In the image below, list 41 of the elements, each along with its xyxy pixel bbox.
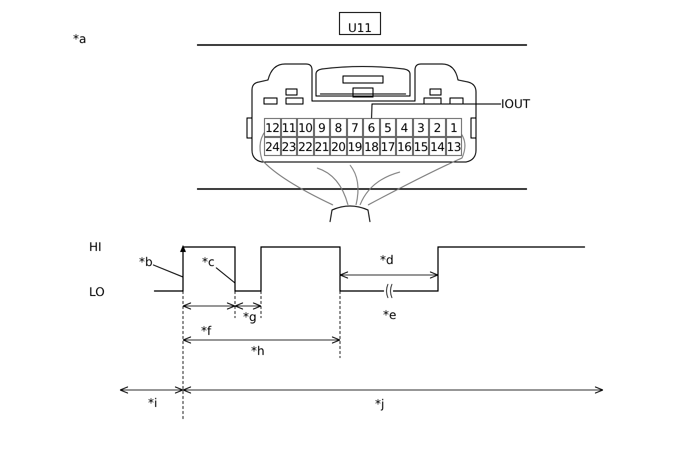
connector-label-box: U11 [339, 12, 381, 35]
pin-number: 18 [363, 137, 380, 156]
pin-number: 12 [264, 118, 280, 137]
callout-label: *j [375, 397, 384, 411]
pin-number: 13 [446, 137, 462, 156]
callout-label: *d [380, 253, 394, 267]
callout-label: *e [383, 308, 396, 322]
callout-label: IOUT [501, 97, 530, 111]
pin-number: 2 [429, 118, 446, 137]
pin-number: 21 [314, 137, 330, 156]
pin-number: 5 [380, 118, 396, 137]
leader-line [216, 267, 236, 284]
pin-number: 22 [297, 137, 314, 156]
pin-number: 9 [314, 118, 330, 137]
pin-number: 7 [346, 118, 363, 137]
level-label: LO [89, 285, 105, 299]
callout-label: *g [243, 310, 257, 324]
callout-label: *c [202, 255, 215, 269]
pin-number: 4 [396, 118, 412, 137]
callout-label: *b [139, 255, 153, 269]
level-label: HI [89, 240, 102, 254]
pin-number: 23 [280, 137, 297, 156]
pin-number: 15 [412, 137, 429, 156]
callout-label: *h [251, 344, 265, 358]
pin-number: 11 [280, 118, 297, 137]
pin-number: 14 [429, 137, 446, 156]
pin-number: 8 [330, 118, 346, 137]
pin-number: 20 [330, 137, 346, 156]
pin-number: 16 [396, 137, 412, 156]
pin-number: 10 [297, 118, 314, 137]
pin-number: 19 [346, 137, 363, 156]
leader-line [152, 264, 184, 278]
pin-number: 1 [446, 118, 462, 137]
pin-number: 6 [363, 118, 380, 137]
callout-label: *f [201, 324, 212, 338]
leader-line [371, 104, 502, 118]
callout-label: *i [148, 396, 158, 410]
callout-label: *a [73, 32, 86, 46]
pin-number: 17 [380, 137, 396, 156]
pin-number: 3 [412, 118, 429, 137]
pin-number: 24 [264, 137, 280, 156]
